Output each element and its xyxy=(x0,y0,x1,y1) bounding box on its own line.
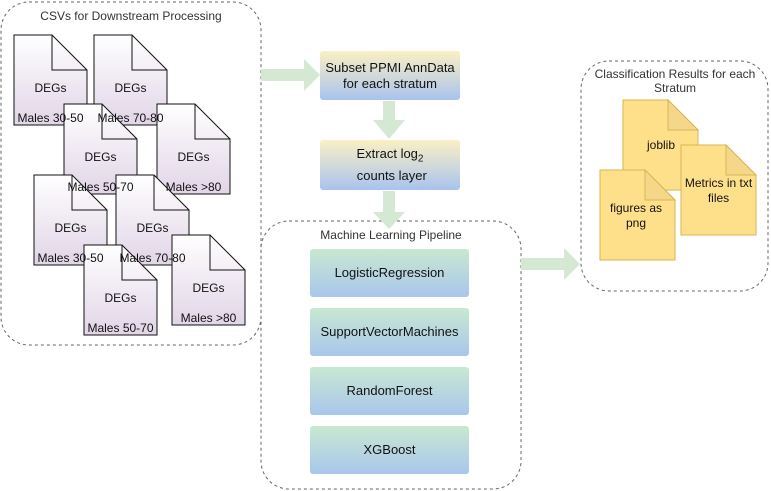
subset-anndata-label: Subset PPMI AnnData for each stratum xyxy=(325,59,455,91)
result-doc-figures-fold xyxy=(644,168,677,201)
subset-anndata-step: Subset PPMI AnnData for each stratum xyxy=(320,51,460,100)
deg-doc-8-fold xyxy=(209,235,245,271)
deg-doc-7-label: DEGs Males 50-70 xyxy=(84,276,157,351)
deg-doc-4-line2: Males >80 xyxy=(165,180,222,194)
deg-doc-5-line1: DEGs xyxy=(54,221,87,235)
deg-doc-2-fold xyxy=(131,35,167,71)
result-doc-joblib-fold xyxy=(667,98,700,131)
deg-doc-8 xyxy=(171,234,246,326)
csv-group-container xyxy=(0,1,262,346)
results-group-container xyxy=(580,60,769,292)
deg-doc-4-fold xyxy=(194,104,230,140)
model-logistic-regression: LogisticRegression xyxy=(310,249,469,297)
result-doc-figures-label: figures as png xyxy=(609,201,663,230)
arrow-ml-to-results xyxy=(521,248,580,280)
result-doc-joblib-label: joblib xyxy=(646,138,676,152)
deg-doc-5-line2: Males 30-50 xyxy=(37,251,104,265)
model-random-forest-label: RandomForest xyxy=(346,383,433,398)
results-group-title: Classification Results for each Stratum xyxy=(594,67,756,95)
deg-doc-3-label: DEGs Males 50-70 xyxy=(64,135,137,210)
model-logistic-regression-label: LogisticRegression xyxy=(334,265,445,280)
extract-subscript: 2 xyxy=(417,153,424,165)
deg-doc-4-label: DEGs Males >80 xyxy=(157,135,230,210)
deg-doc-6-label: DEGs Males 70-80 xyxy=(116,206,189,281)
deg-doc-8-line2: Males >80 xyxy=(180,311,237,325)
result-doc-metrics-fold xyxy=(725,143,758,176)
deg-doc-1 xyxy=(13,34,88,126)
deg-doc-1-fold xyxy=(51,35,87,71)
extract-prefix: Extract log xyxy=(356,146,418,162)
model-xgboost-label: XGBoost xyxy=(363,442,416,457)
deg-doc-2-line1: DEGs xyxy=(114,81,147,95)
arrow-extract-to-ml xyxy=(373,191,405,229)
extract-suffix: counts layer xyxy=(353,167,427,183)
deg-doc-6-line1: DEGs xyxy=(136,221,169,235)
deg-doc-7 xyxy=(83,244,158,336)
deg-doc-5-fold xyxy=(71,175,107,211)
deg-doc-7-line2: Males 50-70 xyxy=(87,321,154,335)
deg-doc-1-line2: Males 30-50 xyxy=(17,111,84,125)
model-support-vector-machines-label: SupportVectorMachines xyxy=(320,324,459,339)
deg-doc-5 xyxy=(33,174,108,266)
extract-log-counts-label: Extract log2 counts layer xyxy=(320,146,460,184)
deg-doc-5-label: DEGs Males 30-50 xyxy=(34,206,107,281)
deg-doc-7-line1: DEGs xyxy=(104,291,137,305)
deg-doc-3-line2: Males 50-70 xyxy=(67,180,134,194)
ml-group-title: Machine Learning Pipeline xyxy=(320,228,462,242)
deg-doc-2-label: DEGs Males 70-80 xyxy=(94,66,167,141)
deg-doc-8-label: DEGs Males >80 xyxy=(172,266,245,341)
deg-doc-8-line1: DEGs xyxy=(192,281,225,295)
arrow-subset-to-extract xyxy=(373,101,405,139)
deg-doc-1-line1: DEGs xyxy=(34,81,67,95)
deg-doc-3-fold xyxy=(101,104,137,140)
deg-doc-6-line2: Males 70-80 xyxy=(119,251,186,265)
deg-doc-6-fold xyxy=(153,175,189,211)
extract-log-counts-step: Extract log2 counts layer xyxy=(320,140,460,190)
deg-doc-2-line2: Males 70-80 xyxy=(97,111,164,125)
deg-doc-4-line1: DEGs xyxy=(177,150,210,164)
model-xgboost: XGBoost xyxy=(310,426,469,474)
deg-doc-7-fold xyxy=(121,245,157,281)
deg-doc-3-line1: DEGs xyxy=(84,150,117,164)
deg-doc-1-label: DEGs Males 30-50 xyxy=(14,66,87,141)
csv-group-title: CSVs for Downstream Processing xyxy=(40,9,222,23)
arrow-csv-to-subset xyxy=(261,59,320,91)
result-doc-metrics-label: Metrics in txt files xyxy=(684,176,753,205)
model-support-vector-machines: SupportVectorMachines xyxy=(310,308,469,356)
model-random-forest: RandomForest xyxy=(310,367,469,415)
